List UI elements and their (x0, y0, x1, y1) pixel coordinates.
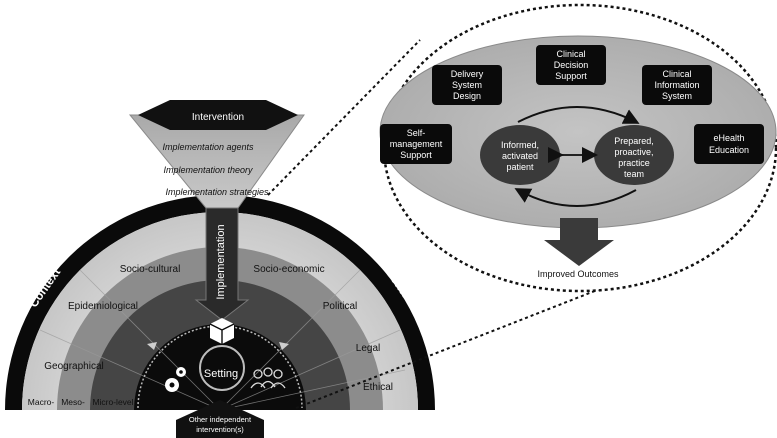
level-micro: Micro-level (92, 397, 133, 407)
other-interventions-line1: Other independent (189, 415, 252, 424)
improved-outcomes-label: Improved Outcomes (537, 269, 619, 279)
right-small-arrow (279, 342, 289, 350)
self-management-line1: Self- (407, 128, 426, 138)
implementation-label: Implementation (215, 224, 227, 299)
team-ellipse (594, 125, 674, 185)
delivery-system-box (432, 65, 502, 105)
outcomes-arrow (544, 218, 614, 266)
setting-label: Setting (204, 368, 238, 380)
self-management-box (380, 124, 452, 164)
box-icon (209, 318, 235, 344)
domain-epidemiological: Epidemiological (68, 301, 138, 312)
connector-top (267, 39, 421, 196)
decision-line2: Decision (554, 60, 589, 70)
decision-line3: Support (555, 71, 587, 81)
domain-geographical: Geographical (44, 361, 103, 372)
self-management-line3: Support (400, 150, 432, 160)
people-icon (250, 367, 286, 389)
information-line1: Clinical (662, 69, 691, 79)
delivery-line3: Design (453, 91, 481, 101)
domain-legal: Legal (356, 343, 380, 354)
other-interventions-arrow (176, 400, 264, 438)
domain-political: Political (323, 301, 357, 312)
ehealth-line1: eHealth (713, 133, 744, 143)
top-curve-arrow (517, 106, 640, 124)
intervention-header (138, 100, 298, 130)
gears-icon (165, 367, 186, 392)
ehealth-line2: Education (709, 145, 749, 155)
level-meso: Meso- (61, 397, 85, 407)
team-line3: practice (618, 158, 650, 168)
ehealth-box (694, 124, 764, 164)
implementation-theory: Implementation theory (163, 165, 253, 175)
patient-line2: activated (502, 151, 538, 161)
team-line4: team (624, 169, 644, 179)
information-line2: Information (654, 80, 699, 90)
implementation-arrow (194, 207, 250, 321)
decision-line1: Clinical (556, 49, 585, 59)
patient-line1: Informed, (501, 140, 539, 150)
implementation-strategies: Implementation strategies (165, 187, 269, 197)
domain-socio-cultural: Socio-cultural (120, 264, 181, 275)
self-management-line2: management (390, 139, 443, 149)
implementation-agents: Implementation agents (162, 142, 254, 152)
domain-socio-economic: Socio-economic (253, 264, 324, 275)
team-line2: proactive, (614, 147, 653, 157)
delivery-line1: Delivery (451, 69, 484, 79)
information-system-box (642, 65, 712, 105)
patient-ellipse (480, 125, 560, 185)
delivery-line2: System (452, 80, 482, 90)
setting-cycle (199, 345, 246, 391)
team-line1: Prepared, (614, 136, 654, 146)
connector-bottom (295, 284, 611, 409)
information-line3: System (662, 91, 692, 101)
decision-support-box (536, 45, 606, 85)
left-small-arrow (147, 342, 157, 350)
bottom-curve-arrow (514, 188, 637, 207)
level-macro: Macro- (28, 397, 55, 407)
domain-ethical: Ethical (363, 382, 393, 393)
intervention-title: Intervention (192, 112, 244, 123)
other-interventions-line2: intervention(s) (196, 425, 244, 434)
patient-line3: patient (506, 162, 534, 172)
